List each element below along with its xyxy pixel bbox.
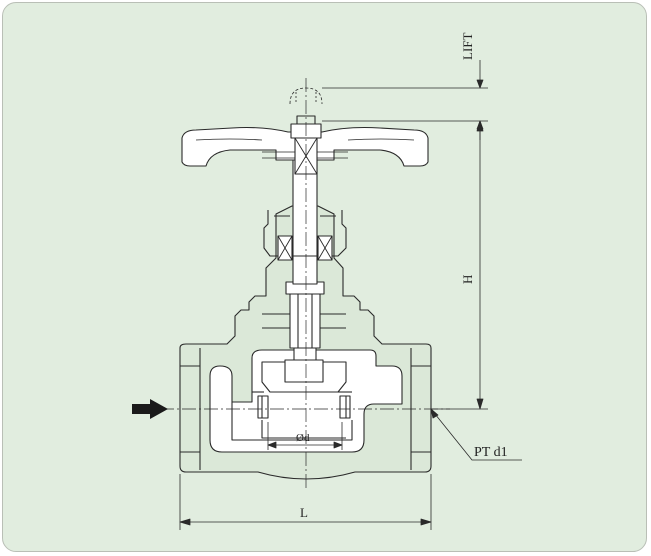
arrow-right-icon xyxy=(132,399,168,419)
length-label: L xyxy=(300,505,308,520)
diameter-label: Ød xyxy=(296,432,310,444)
height-label: H xyxy=(460,275,475,284)
thread-label: PT d1 xyxy=(474,445,508,460)
lift-label: LIFT xyxy=(460,33,475,61)
bonnet-stem-assembly xyxy=(181,78,429,490)
dimensions xyxy=(160,60,522,530)
